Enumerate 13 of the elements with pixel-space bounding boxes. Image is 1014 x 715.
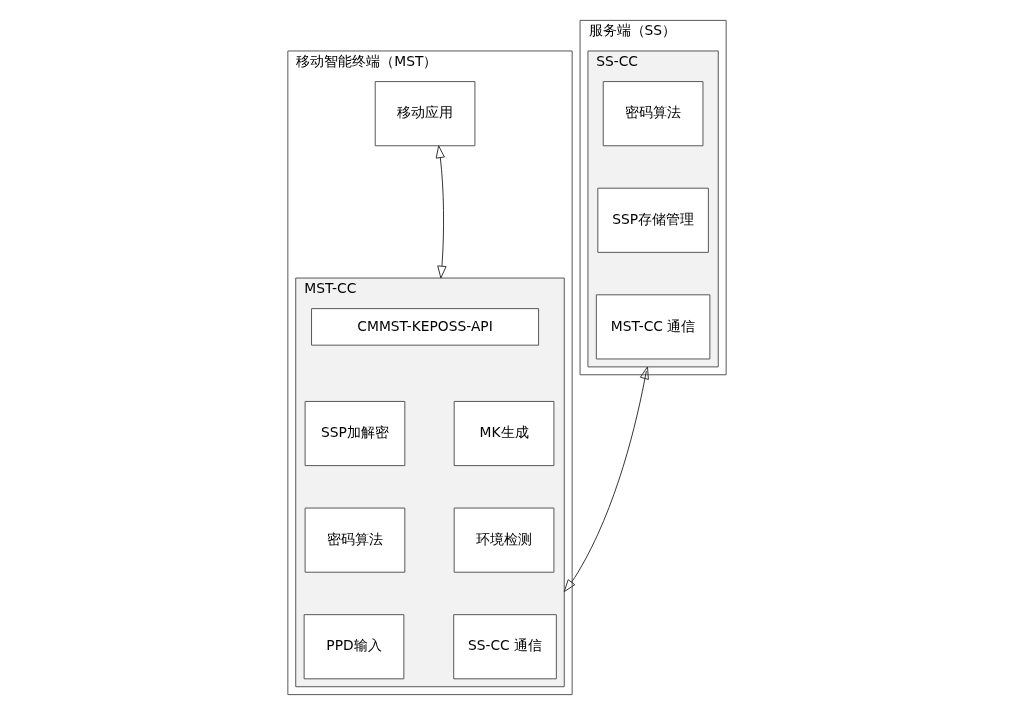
node-box: 环境检测 [453, 507, 555, 573]
arrow [563, 366, 649, 593]
node-box: 移动应用 [374, 81, 476, 147]
node-box: MST-CC 通信 [595, 294, 711, 360]
node-box: SSP存储管理 [597, 187, 709, 253]
node-box: SSP加解密 [304, 400, 406, 467]
node-box: MK生成 [453, 400, 555, 467]
node-box: CMMST-KEPOSS-API [311, 308, 540, 346]
node-box: 密码算法 [304, 507, 406, 573]
arrow [435, 145, 447, 279]
node-box: SS-CC 通信 [453, 614, 557, 680]
node-box: PPD输入 [303, 614, 405, 680]
node-box: 密码算法 [602, 81, 704, 147]
